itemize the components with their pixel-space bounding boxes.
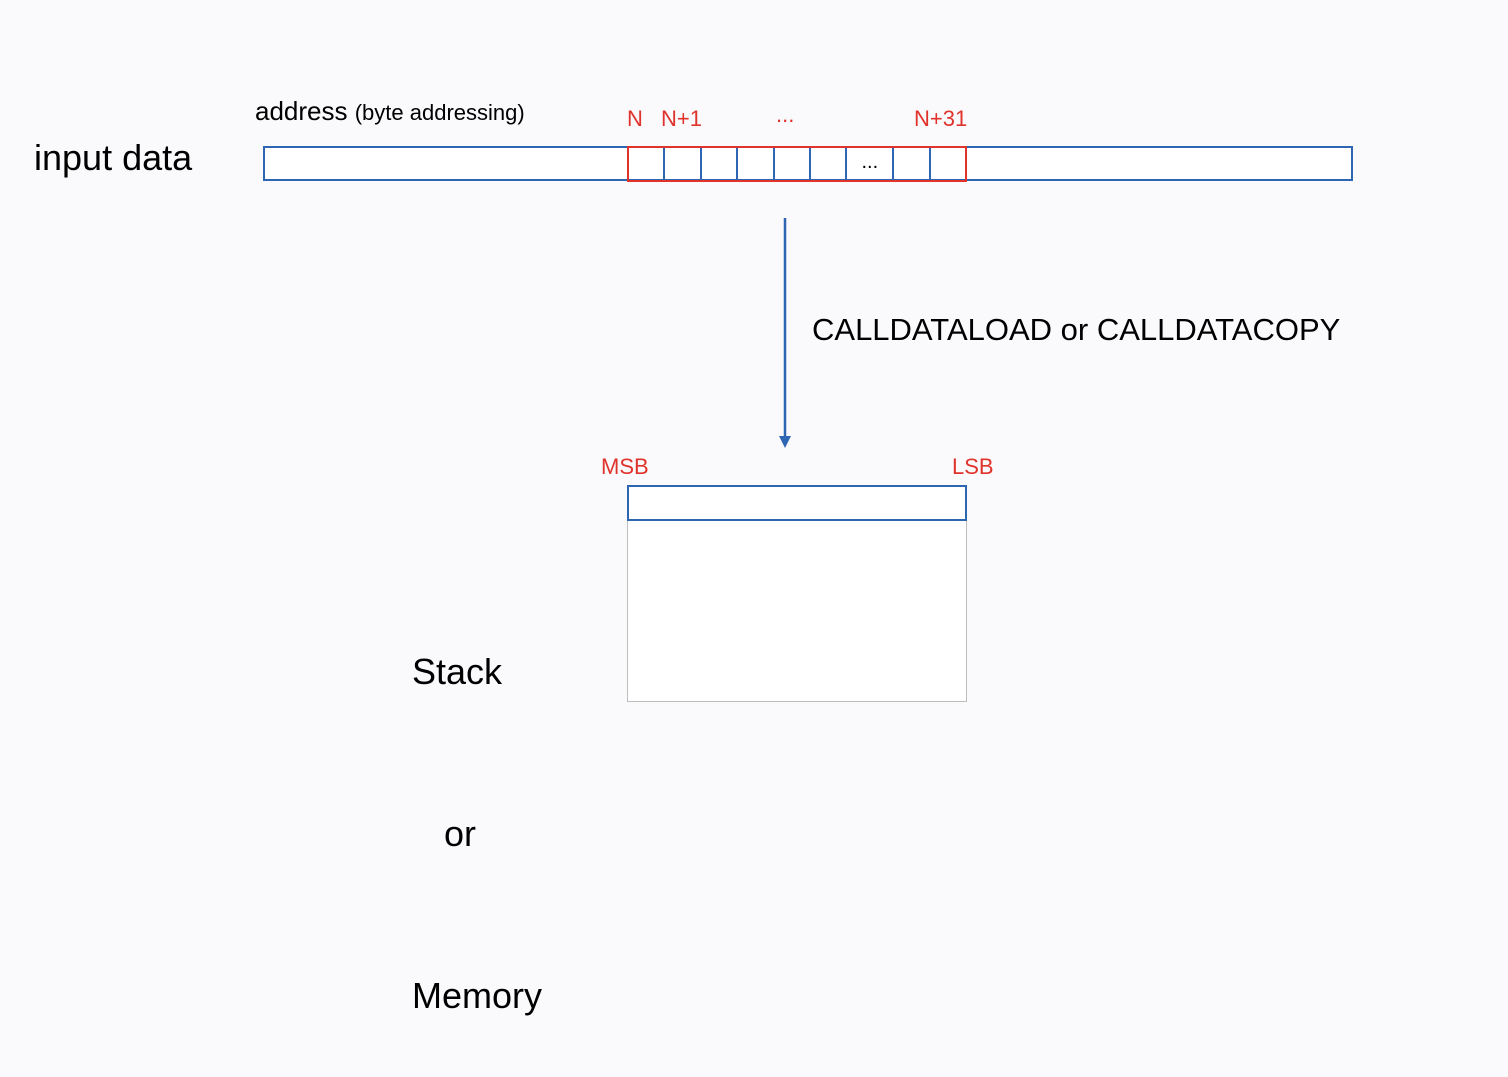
byte-cell <box>811 148 848 180</box>
byte-cell-ellipsis: ... <box>847 148 895 180</box>
byte-cell <box>702 148 739 180</box>
selected-bytes: ... <box>627 146 967 182</box>
stack-body <box>627 521 967 702</box>
memory-label-line: Memory <box>412 975 543 1016</box>
stack-top-word <box>627 485 967 521</box>
byte-label-ellipsis: ... <box>776 102 795 127</box>
address-label-main: address <box>255 96 348 126</box>
byte-cell <box>775 148 812 180</box>
down-arrow-icon <box>779 218 791 448</box>
or-label-line: or <box>444 813 477 854</box>
address-label-sub: (byte addressing) <box>354 100 525 125</box>
operation-label: CALLDATALOAD or CALLDATACOPY <box>812 312 1341 347</box>
byte-cell <box>894 148 931 180</box>
address-label: address (byte addressing) <box>255 98 525 124</box>
input-data-label: input data <box>34 137 193 178</box>
byte-cell <box>665 148 702 180</box>
lsb-label: LSB <box>952 454 994 479</box>
byte-label-n-plus-1: N+1 <box>661 106 702 131</box>
byte-cell <box>931 148 965 180</box>
byte-cell <box>629 148 666 180</box>
byte-label-n: N <box>627 106 643 131</box>
stack-or-memory-label: Stack or Memory <box>412 537 542 1077</box>
stack-label-line: Stack <box>412 651 503 692</box>
byte-label-n-plus-31: N+31 <box>914 106 968 131</box>
msb-label: MSB <box>601 454 649 479</box>
byte-cell <box>738 148 775 180</box>
